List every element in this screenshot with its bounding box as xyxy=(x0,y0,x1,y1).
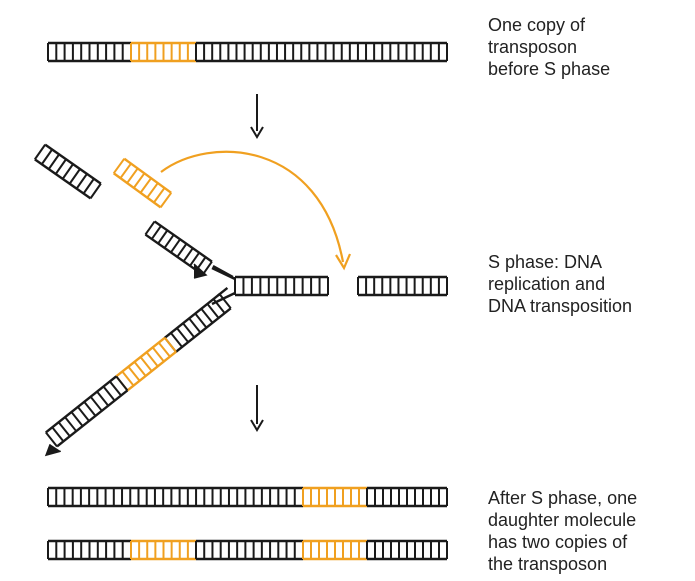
dna-segment xyxy=(357,275,448,297)
excised-fragment xyxy=(34,143,102,200)
transposon-segment xyxy=(302,486,368,508)
caption-s-phase: S phase: DNA replication and DNA transpo… xyxy=(488,252,633,316)
transposon-segment xyxy=(115,336,177,392)
dna-segment xyxy=(234,275,329,297)
replication-fork xyxy=(211,266,236,306)
dna-segment xyxy=(45,375,129,448)
dna-before-s-phase xyxy=(47,41,448,63)
curved-arrow-icon xyxy=(160,150,352,271)
lower-daughter-arm xyxy=(44,287,232,457)
transposon-segment xyxy=(302,539,368,561)
dna-segment xyxy=(195,539,304,561)
arrowhead-icon xyxy=(44,443,61,457)
caption-after-s-phase: After S phase, one daughter molecule has… xyxy=(488,488,638,574)
dna-segment xyxy=(164,293,232,353)
daughter-molecule-2 xyxy=(47,539,448,561)
dna-segment xyxy=(47,486,304,508)
dna-segment xyxy=(47,41,132,63)
upper-arm-helix-helix xyxy=(144,220,213,276)
caption-before-s-phase: One copy of transposon before S phase xyxy=(488,15,611,79)
daughter-molecule-1 xyxy=(47,486,448,508)
dna-segment xyxy=(366,539,448,561)
dna-segment xyxy=(366,486,448,508)
excised-transposon xyxy=(112,157,173,209)
transposon-segment xyxy=(130,41,197,63)
down-arrow-icon xyxy=(250,385,264,432)
excised-transposon-helix xyxy=(112,157,173,209)
down-arrow-icon xyxy=(250,94,264,139)
target-site-duplex xyxy=(357,275,448,297)
transposon-segment xyxy=(130,539,197,561)
parental-duplex xyxy=(234,275,329,297)
excised-fragment-helix xyxy=(34,143,102,200)
dna-segment xyxy=(195,41,448,63)
dna-segment xyxy=(47,539,132,561)
upper-arm-helix xyxy=(144,220,213,276)
